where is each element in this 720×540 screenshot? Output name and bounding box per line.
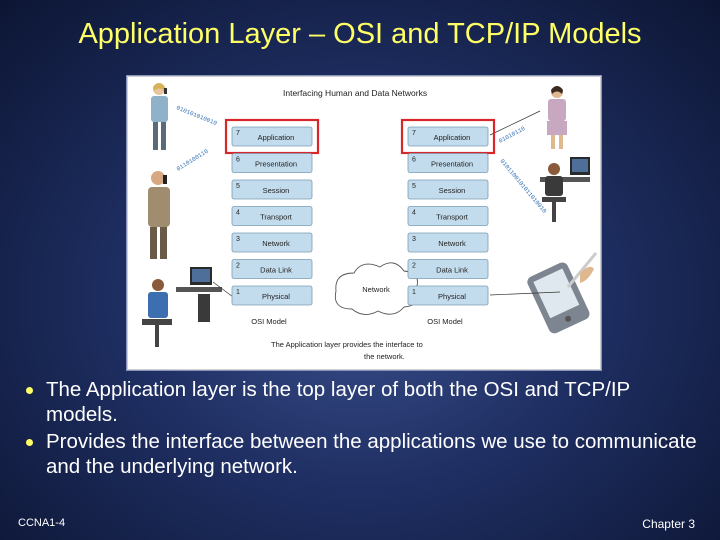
figure-caption-line2: the network. — [364, 352, 405, 361]
osi-layer-number: 3 — [412, 236, 416, 243]
left-stack-label: OSI Model — [251, 317, 287, 326]
bullet-dot-icon — [26, 387, 33, 394]
slide-title: Application Layer – OSI and TCP/IP Model… — [78, 18, 642, 50]
osi-layer-number: 2 — [236, 263, 240, 270]
svg-text:01010110: 01010110 — [498, 125, 527, 145]
osi-layer-box — [231, 206, 313, 226]
woman-on-phone-illustration — [151, 83, 168, 150]
osi-layer-name: Physical — [262, 292, 290, 301]
osi-layer-box — [407, 206, 489, 226]
svg-text:0101100101011010010: 0101100101011010010 — [498, 158, 548, 215]
pda-device-illustration — [527, 252, 598, 334]
osi-layer-number: 6 — [236, 157, 240, 164]
man-on-phone-illustration — [148, 171, 170, 259]
osi-layer-number: 6 — [412, 157, 416, 164]
osi-layer-name: Physical — [438, 292, 466, 301]
left-osi-stack: 7 Application 6 Presentation 5 Session 4 Transp… — [224, 118, 320, 306]
osi-layer-name: Transport — [260, 213, 293, 222]
osi-layer-5: 5 Session — [231, 179, 313, 200]
osi-layer-name: Session — [439, 186, 466, 195]
osi-layer-name: Data Link — [436, 266, 468, 275]
osi-layer-name: Network — [262, 239, 290, 248]
osi-layer-box — [231, 126, 313, 147]
bullet-item-2: Provides the interface between the appli… — [24, 429, 704, 479]
footer-chapter: Chapter 3 — [642, 517, 695, 531]
osi-layer-3: 3 Network — [407, 232, 489, 253]
osi-layer-name: Data Link — [260, 266, 292, 275]
binary-data-stream-right: 01010110 0101100101011010010 — [498, 125, 548, 215]
right-stack-label: OSI Model — [427, 317, 463, 326]
application-layer-highlight — [224, 118, 320, 155]
osi-layer-5: 5 Session — [407, 179, 489, 200]
osi-layer-1: 1 Physical — [231, 285, 313, 306]
osi-layer-number: 2 — [412, 263, 416, 270]
footer-course-code: CCNA1-4 — [18, 517, 66, 529]
application-layer-highlight — [400, 118, 496, 155]
osi-layer-number: 5 — [236, 183, 240, 190]
osi-layer-box — [407, 259, 489, 279]
osi-layer-name: Network — [438, 239, 466, 248]
osi-layer-box — [407, 232, 489, 253]
osi-layer-number: 4 — [412, 210, 416, 217]
svg-text:0110100110: 0110100110 — [175, 147, 210, 172]
osi-layer-number: 1 — [412, 289, 416, 296]
osi-layer-6: 6 Presentation — [231, 153, 313, 173]
osi-layer-number: 1 — [236, 289, 240, 296]
osi-layer-box — [407, 126, 489, 147]
osi-layer-3: 3 Network — [231, 232, 313, 253]
right-woman-on-phone-illustration — [547, 86, 567, 149]
osi-layer-name: Presentation — [255, 160, 297, 169]
osi-layer-box — [407, 153, 489, 173]
osi-layer-box — [231, 232, 313, 253]
seated-computer-user-illustration — [142, 267, 222, 347]
osi-layer-2: 2 Data Link — [407, 259, 489, 279]
figure-caption-line1: The Application layer provides the inter… — [271, 340, 423, 349]
osi-layer-box — [231, 153, 313, 173]
bullet-text: Provides the interface between the appli… — [46, 430, 697, 478]
right-seated-user-illustration — [540, 157, 590, 222]
bullet-text: The Application layer is the top layer o… — [46, 378, 630, 426]
osi-layer-name: Presentation — [431, 160, 473, 169]
osi-layer-7: 7 Application — [400, 118, 496, 155]
osi-layer-number: 3 — [236, 236, 240, 243]
svg-text:010101010010: 010101010010 — [175, 104, 218, 127]
osi-layer-number: 7 — [236, 130, 240, 137]
osi-layer-name: Application — [434, 133, 471, 142]
figure-heading: Interfacing Human and Data Networks — [283, 88, 427, 98]
osi-layer-number: 5 — [412, 183, 416, 190]
osi-layer-name: Application — [258, 133, 295, 142]
osi-layer-box — [231, 179, 313, 200]
osi-layer-name: Transport — [436, 213, 469, 222]
binary-data-stream-left: 010101010010 0110100110 — [175, 104, 218, 172]
osi-diagram-canvas: Interfacing Human and Data Networks — [142, 83, 598, 361]
osi-layer-name: Session — [263, 186, 290, 195]
osi-layer-box — [231, 259, 313, 279]
bullet-list: The Application layer is the top layer o… — [24, 377, 704, 481]
osi-diagram-figure: Interfacing Human and Data Networks — [127, 76, 601, 370]
bullet-dot-icon — [26, 439, 33, 446]
osi-layer-6: 6 Presentation — [407, 153, 489, 173]
osi-layer-2: 2 Data Link — [231, 259, 313, 279]
osi-layer-number: 7 — [412, 130, 416, 137]
osi-layer-number: 4 — [236, 210, 240, 217]
right-osi-stack: 7 Application 6 Presentation 5 Session 4 Transp… — [400, 118, 496, 306]
osi-layer-box — [407, 285, 489, 306]
network-cloud-icon: Network — [334, 262, 419, 315]
osi-layer-box — [231, 285, 313, 306]
osi-layer-4: 4 Transport — [407, 206, 489, 226]
bullet-item-1: The Application layer is the top layer o… — [24, 377, 704, 427]
osi-layer-4: 4 Transport — [231, 206, 313, 226]
osi-layer-box — [407, 179, 489, 200]
network-cloud-label: Network — [362, 285, 390, 294]
osi-layer-1: 1 Physical — [407, 285, 489, 306]
osi-layer-7: 7 Application — [224, 118, 320, 155]
